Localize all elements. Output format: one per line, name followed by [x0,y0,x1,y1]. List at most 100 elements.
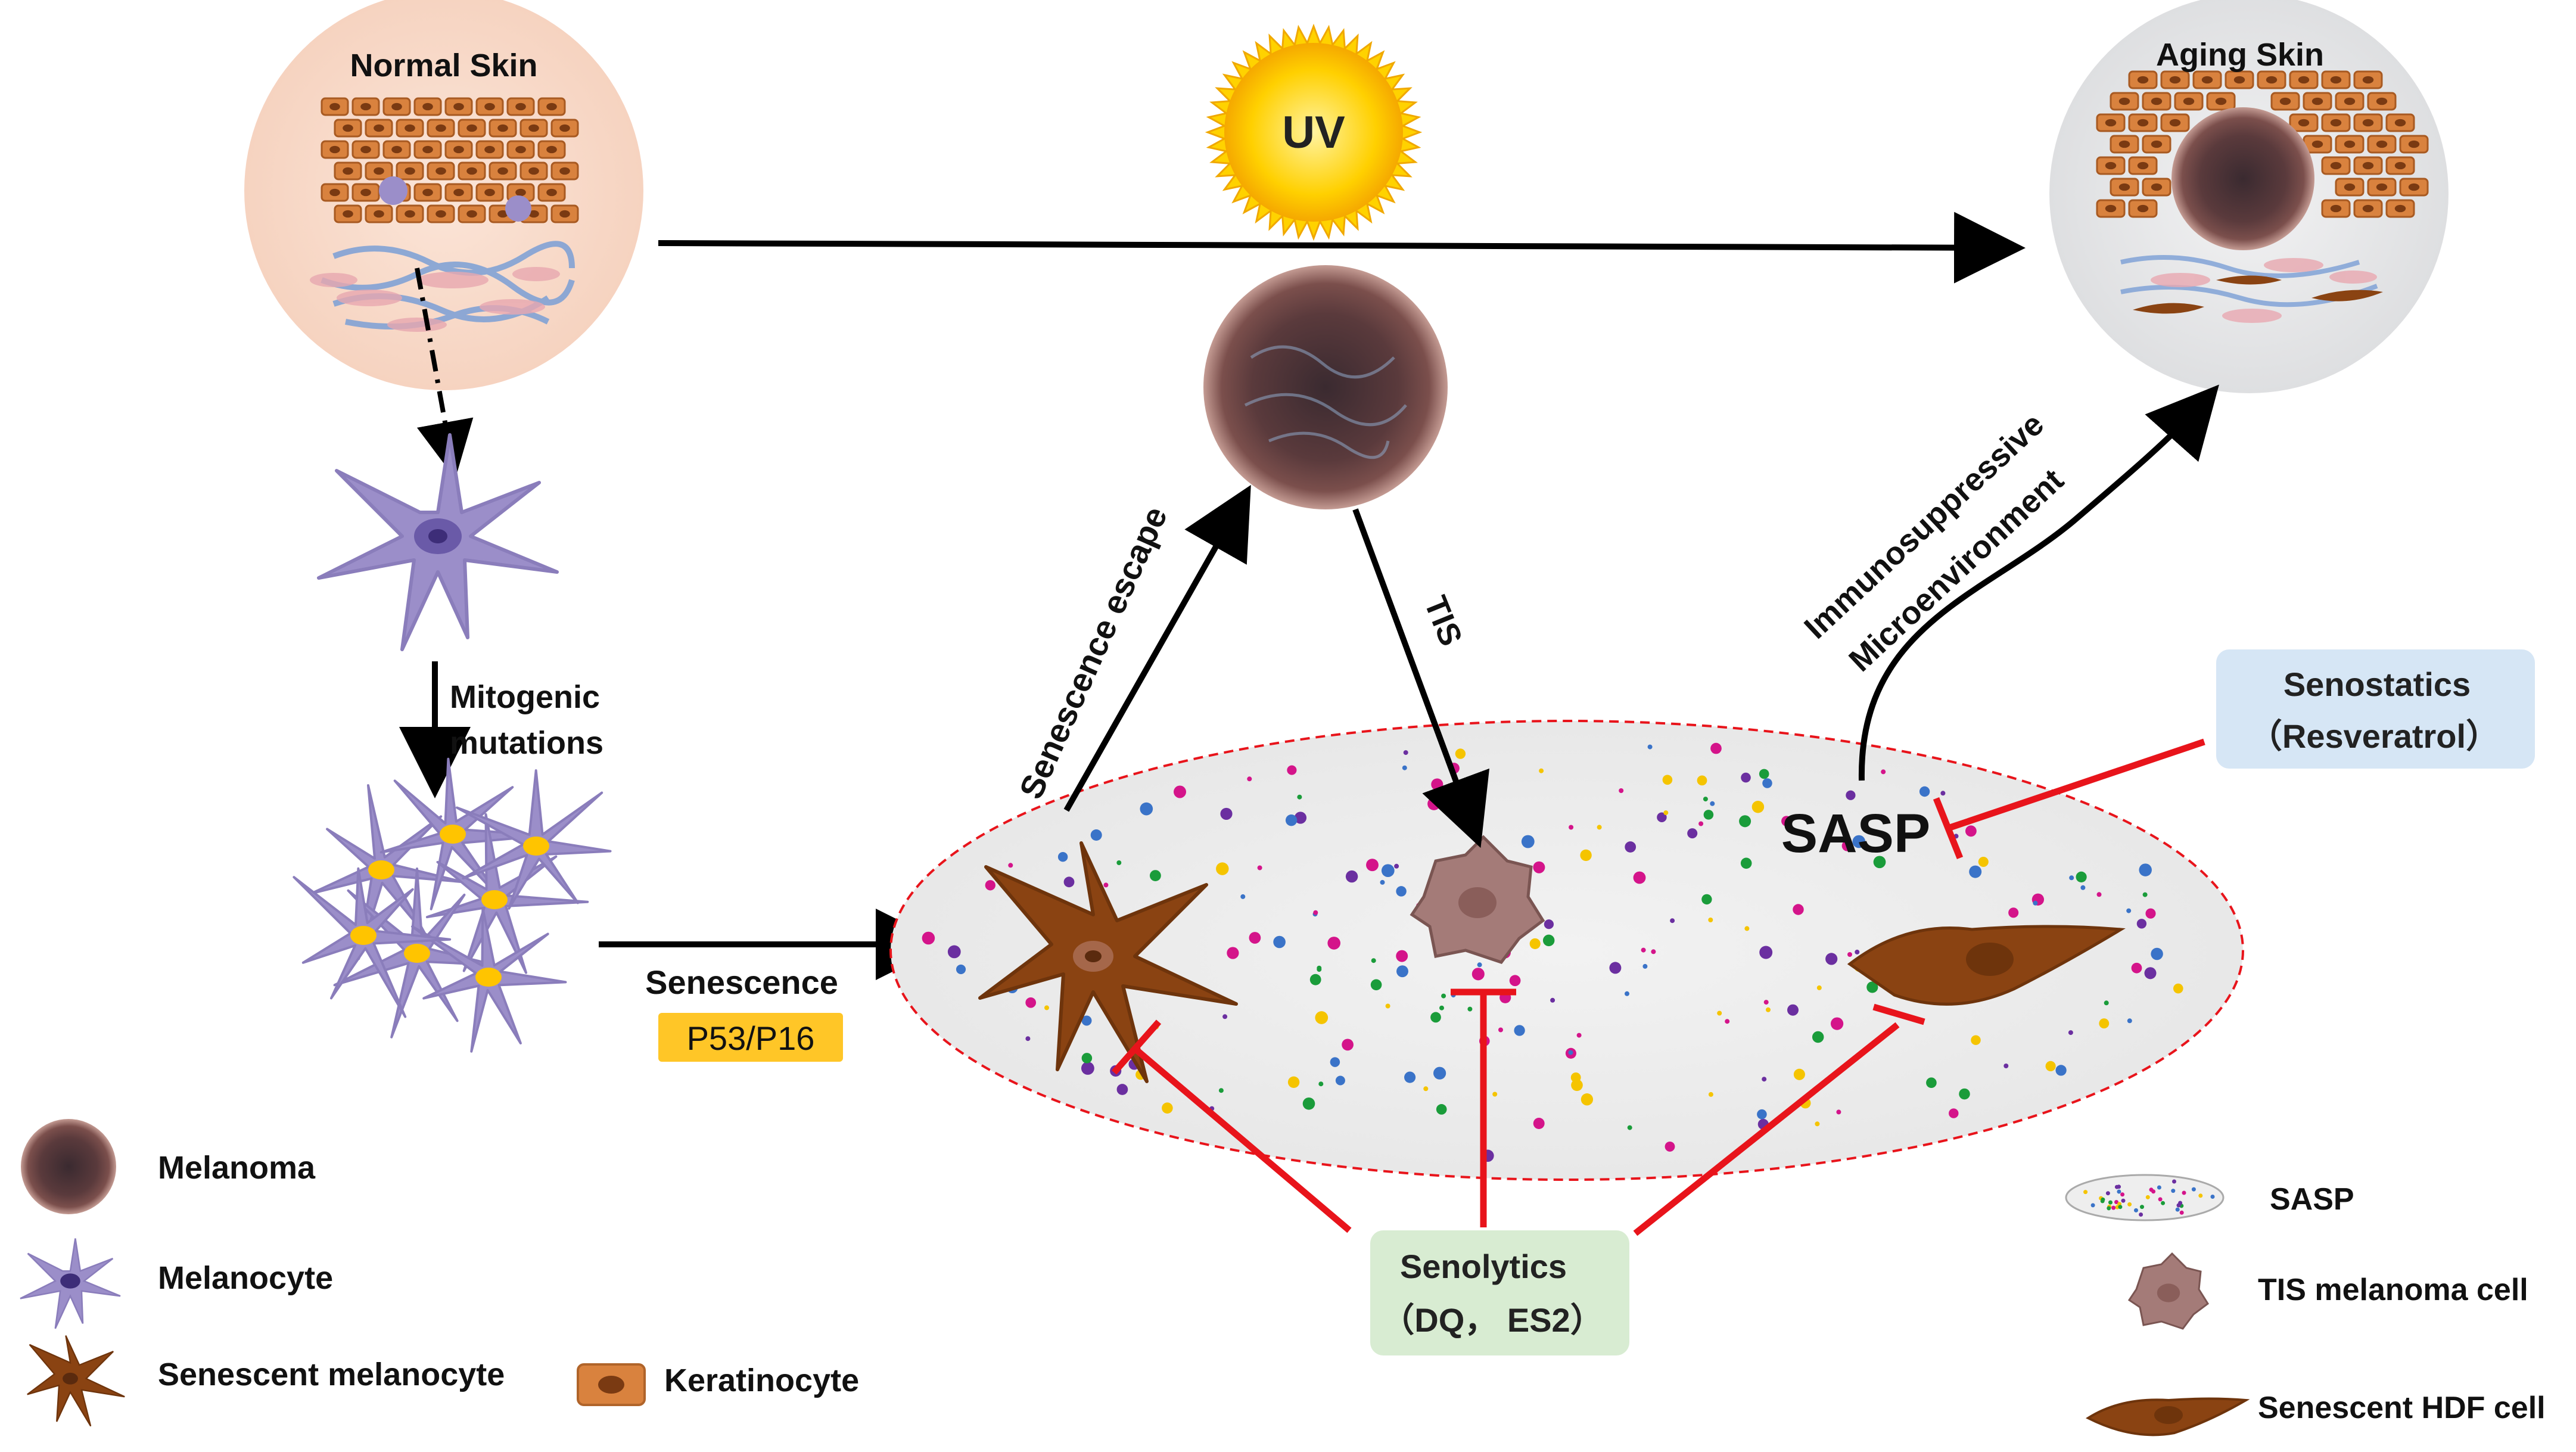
aging-skin-keratinocytes [2096,70,2429,218]
keratinocyte-tile [2353,156,2383,175]
keratinocyte-tile [458,161,486,181]
normal-skin-label: Normal Skin [350,48,537,83]
keratinocyte-tile [351,140,380,159]
keratinocyte-tile [2110,92,2139,111]
keratinocyte-tile [413,183,442,202]
uv-sun-icon [1205,23,1423,241]
melanocyte-cell [317,433,559,651]
keratinocyte-tile [506,140,535,159]
keratinocyte-tile [365,161,393,181]
senescence-escape-arrow [1063,484,1251,812]
keratinocyte-tile [2142,92,2171,111]
keratinocyte-tile [2385,156,2415,175]
legend-sasp-icon [2065,1174,2225,1221]
normal-to-aging-arrow [658,212,2026,284]
legend-melanocyte-label: Melanocyte [158,1260,333,1296]
keratinocyte-tile [2160,113,2190,132]
dashed-arrow-to-melanocyte [415,268,474,479]
melanocyte-cluster [293,757,612,1053]
keratinocyte-tile [321,97,349,116]
immunosuppressive-arrow [1858,384,2219,781]
keratinocyte-tile [2128,70,2158,89]
keratinocyte-tile [550,161,579,181]
keratinocyte-tile [2353,70,2383,89]
senolytics-line2: （DQ， ES2） [1381,1301,1603,1339]
normal-skin-keratinocytes [321,97,579,223]
keratinocyte-tile [458,204,486,223]
keratinocyte-tile [334,161,362,181]
keratinocyte-tile [382,140,411,159]
keratinocyte-tile [2367,135,2397,154]
melanoma-cell [1203,265,1448,509]
keratinocyte-tile [2303,92,2332,111]
keratinocyte-tile [396,119,424,138]
keratinocyte-tile [537,97,566,116]
keratinocyte-tile [2174,92,2204,111]
keratinocyte-tile [2335,92,2365,111]
keratinocyte-tile [475,140,504,159]
senostatics-box [2216,649,2535,769]
keratinocyte-tile [2206,92,2236,111]
keratinocyte-tile [321,140,349,159]
keratinocyte-tile [2096,113,2126,132]
keratinocyte-tile [489,161,517,181]
legend-senescent-melanocyte-icon [27,1335,125,1427]
senolytics-line1: Senolytics [1400,1248,1567,1285]
keratinocyte-tile [475,97,504,116]
keratinocyte-tile [2289,70,2319,89]
keratinocyte-tile [489,119,517,138]
senostatics-line1: Senostatics [2283,666,2471,703]
senolytics-box [1370,1230,1629,1355]
keratinocyte-tile [321,183,349,202]
keratinocyte-tile [458,119,486,138]
legend-sasp-label: SASP [2270,1182,2354,1217]
keratinocyte-tile [519,161,548,181]
keratinocyte-tile [2128,156,2158,175]
keratinocyte-tile [413,140,442,159]
keratinocyte-tile [444,97,473,116]
tis-label: TIS [1417,591,1469,651]
tis-melanoma-cell [1410,835,1545,964]
keratinocyte-tile [334,119,362,138]
keratinocyte-tile [550,119,579,138]
keratinocyte-tile [396,204,424,223]
legend-melanoma-icon [21,1119,116,1214]
keratinocyte-tile [2110,135,2139,154]
keratinocyte-tile [365,119,393,138]
aging-skin-illustration [2049,0,2449,393]
legend-hdf-cell-label: Senescent HDF cell [2258,1391,2546,1425]
senolytics-inhibitions [1111,988,1925,1236]
senostatics-line2: （Resveratrol） [2249,717,2499,755]
keratinocyte-tile [427,161,455,181]
legend-tis-cell-icon [2127,1252,2210,1330]
keratinocyte-tile [382,97,411,116]
keratinocyte-tile [2096,156,2126,175]
p53-p16-label: P53/P16 [687,1019,815,1057]
keratinocyte-tile [2096,199,2126,218]
legend-senescent-melanocyte-label: Senescent melanocyte [158,1357,505,1392]
keratinocyte-tile [365,204,393,223]
keratinocyte-tile [2399,135,2429,154]
senescent-hdf-cell [1847,925,2126,1006]
keratinocyte-tile [2289,113,2319,132]
keratinocyte-tile [351,97,380,116]
keratinocyte-tile [2142,135,2171,154]
keratinocyte-tile [2353,113,2383,132]
keratinocyte-tile [519,119,548,138]
keratinocyte-tile [2385,199,2415,218]
keratinocyte-tile [537,140,566,159]
keratinocyte-tile [2110,178,2139,197]
legend-melanoma-label: Melanoma [158,1150,316,1186]
sasp-center-label: SASP [1781,803,1931,864]
keratinocyte-tile [2353,199,2383,218]
keratinocyte-tile [2160,70,2190,89]
senescence-label: Senescence [645,963,838,1001]
sasp-ellipse [889,720,2244,1181]
keratinocyte-tile [2225,70,2254,89]
keratinocyte-tile [444,140,473,159]
legend-keratinocyte-icon [577,1363,646,1406]
keratinocyte-tile [2367,178,2397,197]
tis-arrow [1352,508,1490,848]
keratinocyte-tile [2257,70,2286,89]
